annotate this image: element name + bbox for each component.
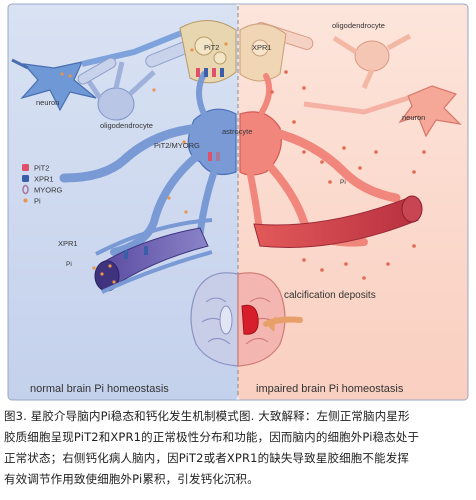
label-pi-right: Pi	[340, 179, 346, 186]
label-astrocyte: astrocyte	[222, 127, 252, 136]
transporter-markers-left	[124, 68, 224, 259]
astrocyte-left	[59, 71, 237, 256]
label-pit2-top: PiT2	[204, 43, 219, 52]
svg-text:XPR1: XPR1	[34, 175, 54, 184]
legend-item-pi: Pi	[23, 197, 41, 206]
caption-line-4: 有效调节作用致使细胞外Pi累积，引发钙化沉积。	[4, 472, 259, 486]
neuron-right	[303, 85, 462, 138]
synapse-right	[239, 23, 287, 82]
caption-line-2: 胶质细胞呈现PiT2和XPR1的正常极性分布和功能，因而脑内的细胞外Pi稳态处于	[4, 430, 420, 444]
label-pi-lower: Pi	[66, 261, 72, 268]
svg-text:PiT2: PiT2	[34, 164, 49, 173]
figure-caption: 图3. 星胶介导脑内Pi稳态和钙化发生机制模式图. 大致解释：左侧正常脑内星形 …	[4, 406, 472, 498]
calcification-spot	[241, 304, 259, 335]
panel-title-right: impaired brain Pi homeostasis	[256, 383, 404, 395]
svg-text:Pi: Pi	[34, 197, 41, 206]
synapse-left	[179, 20, 237, 84]
label-oligodendrocyte-left: oligodendrocyte	[100, 121, 153, 130]
legend-item-pit2: PiT2	[22, 164, 49, 173]
legend: PiT2 XPR1 MYORG Pi	[22, 164, 63, 206]
myorg-icon	[22, 184, 29, 195]
xpr1-icon	[22, 175, 29, 182]
pit2-icon	[22, 164, 29, 171]
label-xpr1-lower: XPR1	[58, 239, 78, 248]
label-pit2-myorg: PiT2/MYORG	[154, 141, 200, 150]
panel-title-left: normal brain Pi homeostasis	[30, 383, 169, 395]
legend-item-myorg: MYORG	[22, 184, 63, 195]
label-neuron-right: neuron	[402, 113, 425, 122]
label-calcification: calcification deposits	[284, 290, 376, 301]
pi-dot-icon	[23, 198, 28, 203]
left-panel-background	[8, 4, 238, 400]
blood-vessel-right	[253, 195, 423, 248]
brain-illustration	[190, 272, 303, 367]
caption-line-1: 图3. 星胶介导脑内Pi稳态和钙化发生机制模式图. 大致解释：左侧正常脑内星形	[4, 409, 410, 423]
label-neuron-left: neuron	[36, 98, 59, 107]
pi-dots-right	[270, 70, 426, 280]
label-xpr1-top: XPR1	[252, 43, 272, 52]
pi-dots-left	[60, 42, 228, 284]
svg-text:MYORG: MYORG	[34, 186, 63, 195]
blood-vessel-left	[94, 218, 213, 294]
mechanism-figure: neuron oligodendrocyte PiT2 XPR1 astrocy…	[4, 2, 472, 402]
legend-item-xpr1: XPR1	[22, 175, 54, 184]
caption-line-3: 正常状态；右侧钙化病人脑内，因PiT2或者XPR1的缺失导致星胶细胞不能发挥	[4, 451, 410, 465]
label-oligodendrocyte-right: oligodendrocyte	[332, 21, 385, 30]
